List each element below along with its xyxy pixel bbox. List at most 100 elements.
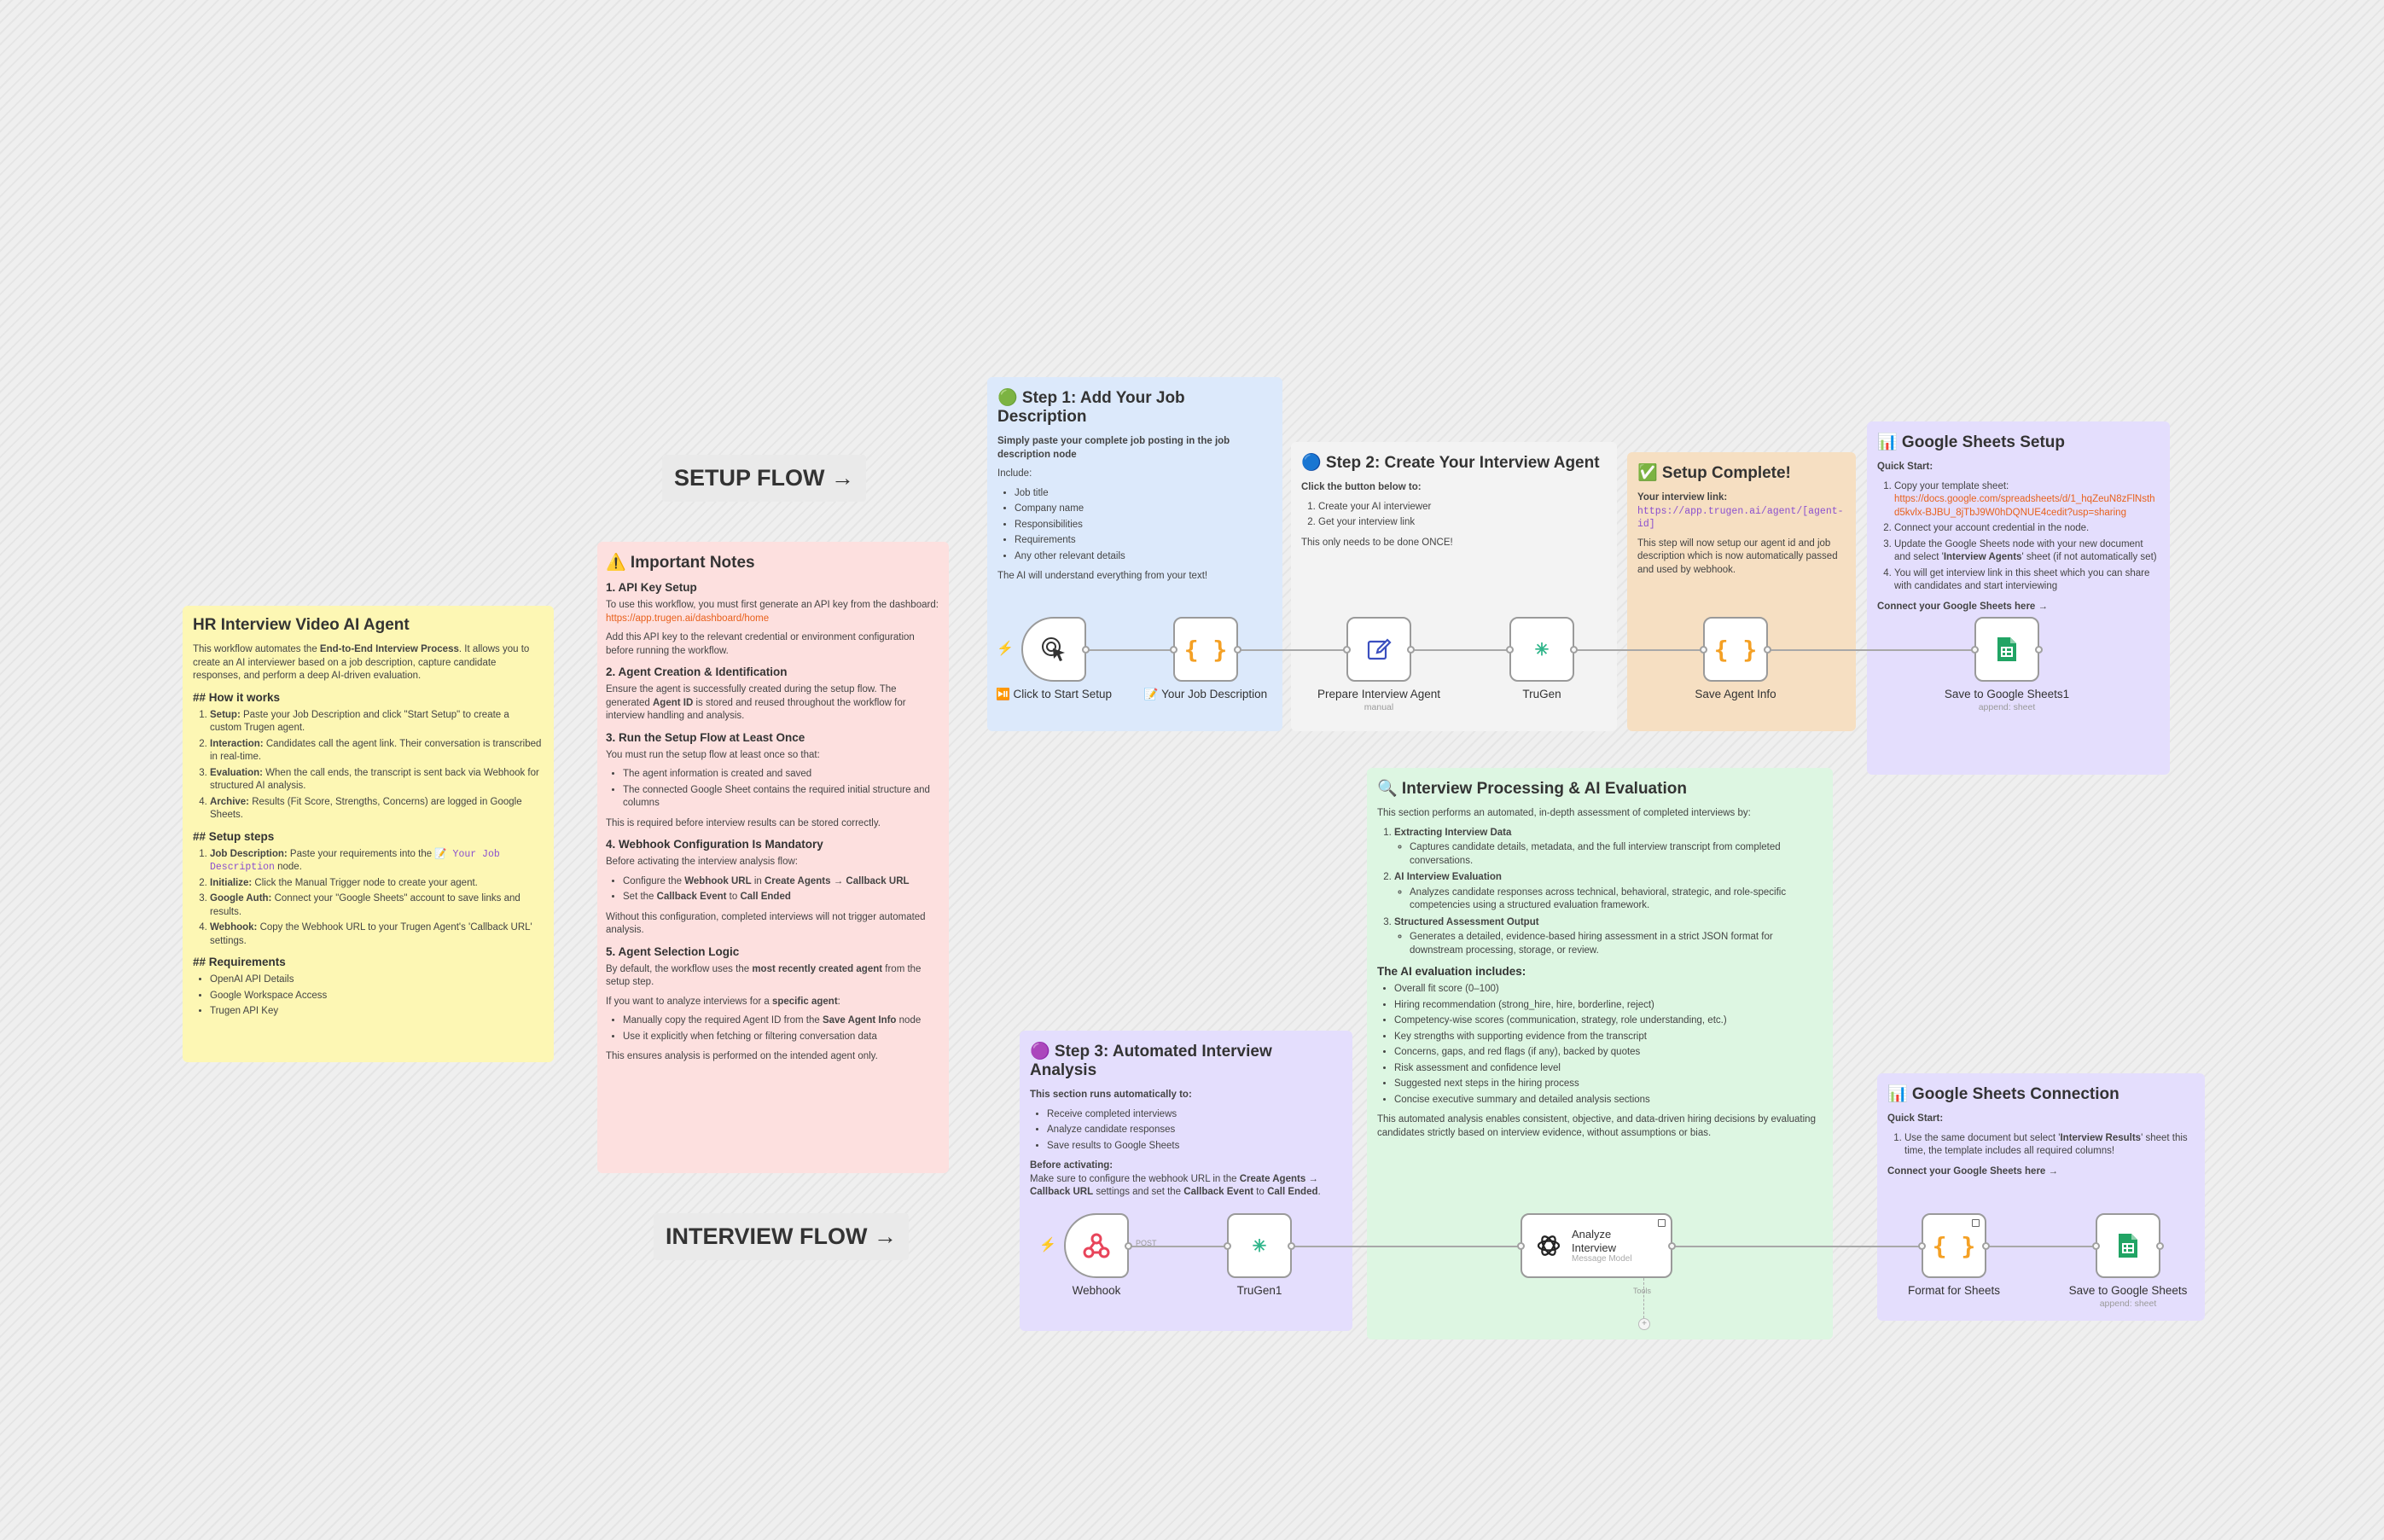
input-port[interactable] bbox=[1224, 1242, 1231, 1250]
node-sublabel: append: sheet bbox=[2099, 1299, 2157, 1309]
list-item: Analyzes candidate responses across tech… bbox=[1410, 886, 1823, 913]
job-description-node[interactable]: { } bbox=[1173, 617, 1238, 682]
list-item: Responsibilities bbox=[1015, 519, 1272, 532]
trugen-node[interactable]: ✳ bbox=[1509, 617, 1574, 682]
output-port[interactable] bbox=[1234, 646, 1241, 654]
list-item: Structured Assessment Output Generates a… bbox=[1394, 916, 1823, 958]
save-to-sheets-node[interactable] bbox=[2096, 1213, 2160, 1278]
list-item: Risk assessment and confidence level bbox=[1394, 1062, 1823, 1076]
sticky-note-step-2[interactable]: 🔵 Step 2: Create Your Interview Agent Cl… bbox=[1291, 442, 1617, 731]
input-port[interactable] bbox=[1517, 1242, 1525, 1250]
start-setup-node[interactable] bbox=[1021, 617, 1086, 682]
output-port[interactable] bbox=[2035, 646, 2043, 654]
connection-line[interactable] bbox=[1672, 1246, 1922, 1247]
interview-link[interactable]: https://app.trugen.ai/agent/[agent-id] bbox=[1637, 505, 1844, 531]
paragraph: Before activating:Make sure to configure… bbox=[1030, 1160, 1321, 1198]
list-item: AI Interview Evaluation Analyzes candida… bbox=[1394, 871, 1823, 913]
paragraph: By default, the workflow uses the most r… bbox=[606, 963, 922, 988]
input-port[interactable] bbox=[1971, 646, 1979, 654]
note-title: 📊 Google Sheets Setup bbox=[1877, 433, 2066, 451]
node-label: 📝 Your Job Description bbox=[1143, 688, 1268, 700]
list-item: Requirements bbox=[1015, 534, 1272, 548]
input-port[interactable] bbox=[1700, 646, 1707, 654]
output-port[interactable] bbox=[1125, 1242, 1132, 1250]
connection-line[interactable] bbox=[1130, 1246, 1228, 1247]
connection-line[interactable] bbox=[1411, 649, 1509, 651]
save-to-sheets-1-node[interactable] bbox=[1974, 617, 2039, 682]
paragraph: This ensures analysis is performed on th… bbox=[606, 1051, 878, 1062]
paragraph: Connect your Google Sheets here → bbox=[1877, 601, 2049, 612]
list-item: Google Auth: Connect your "Google Sheets… bbox=[210, 892, 544, 919]
output-port[interactable] bbox=[1082, 646, 1090, 654]
connection-line[interactable] bbox=[1767, 649, 1974, 651]
sticky-note-important[interactable]: ⚠️ Important Notes 1. API Key Setup To u… bbox=[597, 542, 949, 1173]
list-item: Receive completed interviews bbox=[1047, 1108, 1342, 1122]
tool-label: Tools bbox=[1633, 1287, 1652, 1295]
list-item: Captures candidate details, metadata, an… bbox=[1410, 841, 1823, 868]
sticky-note-setup-complete[interactable]: ✅ Setup Complete! Your interview link:ht… bbox=[1627, 452, 1856, 731]
sticky-note-sheets-connection[interactable]: 📊 Google Sheets Connection Quick Start: … bbox=[1877, 1073, 2205, 1321]
trugen1-node[interactable]: ✳ bbox=[1227, 1213, 1292, 1278]
section-heading: 5. Agent Selection Logic bbox=[606, 944, 740, 958]
output-port[interactable] bbox=[1288, 1242, 1295, 1250]
input-port[interactable] bbox=[1170, 646, 1177, 654]
output-port[interactable] bbox=[1982, 1242, 1990, 1250]
paragraph: Add this API key to the relevant credent… bbox=[606, 632, 915, 656]
webhook-node[interactable] bbox=[1064, 1213, 1129, 1278]
template-sheet-link[interactable]: https://docs.google.com/spreadsheets/d/1… bbox=[1894, 494, 2155, 518]
input-port[interactable] bbox=[1343, 646, 1351, 654]
section-heading: The AI evaluation includes: bbox=[1377, 965, 1526, 979]
connection-line[interactable] bbox=[1986, 1246, 2096, 1247]
list-item: Get your interview link bbox=[1318, 516, 1607, 530]
list-item: You will get interview link in this shee… bbox=[1894, 567, 2160, 594]
interview-flow-label: INTERVIEW FLOW → bbox=[654, 1213, 909, 1260]
connection-line[interactable] bbox=[1574, 649, 1702, 651]
output-port[interactable] bbox=[1570, 646, 1578, 654]
add-tool-button[interactable]: + bbox=[1638, 1318, 1650, 1330]
format-for-sheets-node[interactable]: { } bbox=[1922, 1213, 1986, 1278]
input-port[interactable] bbox=[2092, 1242, 2100, 1250]
sticky-note-processing[interactable]: 🔍 Interview Processing & AI Evaluation T… bbox=[1367, 768, 1833, 1340]
analyze-interview-node[interactable]: Analyze Interview Message Model bbox=[1521, 1213, 1672, 1278]
sticky-note-sheets-setup[interactable]: 📊 Google Sheets Setup Quick Start: Copy … bbox=[1867, 421, 2170, 775]
sticky-note-step-1[interactable]: 🟢 Step 1: Add Your Job Description Simpl… bbox=[987, 377, 1282, 731]
connection-line[interactable] bbox=[1239, 649, 1346, 651]
output-port[interactable] bbox=[1668, 1242, 1676, 1250]
list-item: Connect your account credential in the n… bbox=[1894, 522, 2160, 536]
list-item: Copy your template sheet:https://docs.go… bbox=[1894, 480, 2160, 520]
paragraph: To use this workflow, you must first gen… bbox=[606, 600, 939, 624]
connection-line[interactable] bbox=[1088, 649, 1174, 651]
output-port[interactable] bbox=[1407, 646, 1415, 654]
node-label: Save to Google Sheets bbox=[2068, 1284, 2188, 1297]
paragraph: This step will now setup our agent id an… bbox=[1637, 538, 1838, 575]
output-port[interactable] bbox=[1764, 646, 1771, 654]
paragraph: This only needs to be done ONCE! bbox=[1301, 537, 1453, 548]
connection-line[interactable] bbox=[1293, 1246, 1521, 1247]
paragraph: If you want to analyze interviews for a … bbox=[606, 996, 840, 1007]
paragraph: Connect your Google Sheets here → bbox=[1887, 1165, 2059, 1177]
paragraph: This is required before interview result… bbox=[606, 817, 881, 828]
prepare-agent-node[interactable] bbox=[1346, 617, 1411, 682]
webhook-icon bbox=[1083, 1233, 1110, 1258]
save-agent-info-node[interactable]: { } bbox=[1703, 617, 1768, 682]
output-port[interactable] bbox=[2156, 1242, 2164, 1250]
list-item: Use it explicitly when fetching or filte… bbox=[623, 1031, 940, 1044]
input-port[interactable] bbox=[1506, 646, 1514, 654]
list-item: Create your AI interviewer bbox=[1318, 501, 1607, 514]
note-title: HR Interview Video AI Agent bbox=[193, 616, 410, 634]
bullet-list: Job title Company name Responsibilities … bbox=[997, 487, 1272, 564]
list-item: Concise executive summary and detailed a… bbox=[1394, 1094, 1823, 1107]
node-label: ⏯️ Click to Start Setup bbox=[995, 688, 1113, 700]
sticky-note-step-3[interactable]: 🟣 Step 3: Automated Interview Analysis T… bbox=[1020, 1031, 1352, 1331]
how-it-works-list: Setup: Paste your Job Description and cl… bbox=[193, 709, 544, 822]
list-item: Configure the Webhook URL in Create Agen… bbox=[623, 875, 940, 889]
trugen-star-icon: ✳ bbox=[1534, 640, 1550, 660]
trugen-star-icon: ✳ bbox=[1252, 1236, 1267, 1256]
heading-how-it-works: ## How it works bbox=[193, 690, 281, 704]
dashboard-link[interactable]: https://app.trugen.ai/dashboard/home bbox=[606, 613, 770, 624]
bullet-list: The agent information is created and sav… bbox=[606, 768, 940, 811]
input-port[interactable] bbox=[1918, 1242, 1926, 1250]
list-item: Extracting Interview Data Captures candi… bbox=[1394, 827, 1823, 869]
sticky-note-overview[interactable]: HR Interview Video AI Agent This workflo… bbox=[183, 606, 554, 1062]
numbered-list: Extracting Interview Data Captures candi… bbox=[1377, 827, 1823, 958]
